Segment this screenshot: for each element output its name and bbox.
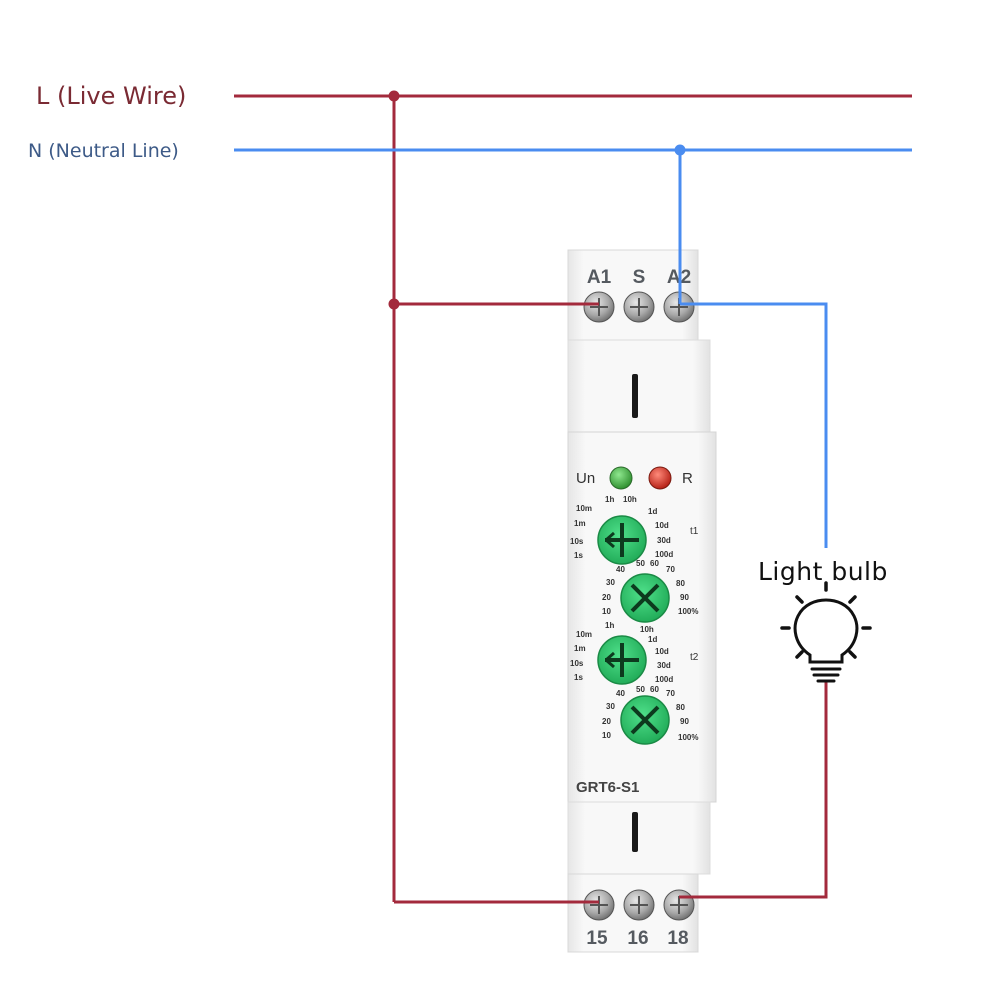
- t2-percent-knob[interactable]: [620, 695, 670, 745]
- live-wire-label: L (Live Wire): [36, 82, 186, 110]
- t1-pct-10: 10: [602, 607, 611, 616]
- t2-pct-90: 90: [680, 717, 689, 726]
- t1-scale-1m: 1m: [574, 519, 586, 528]
- terminal-label-a1: A1: [587, 267, 612, 288]
- t1-pct-60: 60: [650, 559, 659, 568]
- t2-scale-1s: 1s: [574, 673, 583, 682]
- terminal-screw-s: [623, 291, 655, 323]
- t1-pct-40: 40: [616, 565, 625, 574]
- t2-pct-80: 80: [676, 703, 685, 712]
- t2-range-knob[interactable]: [597, 635, 647, 685]
- relay-lower-neck: [567, 801, 711, 875]
- t1-scale-10d: 10d: [655, 521, 669, 530]
- t2-scale-10s: 10s: [570, 659, 584, 668]
- t1-pct-100: 100%: [678, 607, 698, 616]
- t1-pct-20: 20: [602, 593, 611, 602]
- t2-pct-40: 40: [616, 689, 625, 698]
- t2-scale-10d: 10d: [655, 647, 669, 656]
- t2-scale-1h: 1h: [605, 621, 614, 630]
- t1-pct-30: 30: [606, 578, 615, 587]
- light-bulb-label: Light bulb: [758, 557, 888, 586]
- t1-scale-100d: 100d: [655, 550, 673, 559]
- t2-pct-30: 30: [606, 702, 615, 711]
- t2-scale-100d: 100d: [655, 675, 673, 684]
- terminal-label-18: 18: [667, 928, 688, 949]
- terminal-screw-16: [623, 889, 655, 921]
- t2-scale-30d: 30d: [657, 661, 671, 670]
- t2-scale-10m: 10m: [576, 630, 592, 639]
- terminal-label-s: S: [633, 267, 646, 288]
- t2-pct-60: 60: [650, 685, 659, 694]
- t1-label: t1: [690, 526, 699, 537]
- t2-scale-10h: 10h: [640, 625, 654, 634]
- t1-scale-30d: 30d: [657, 536, 671, 545]
- t2-scale-1m: 1m: [574, 644, 586, 653]
- din-slot-lower: [632, 812, 638, 852]
- t1-pct-90: 90: [680, 593, 689, 602]
- t2-pct-50: 50: [636, 685, 645, 694]
- t1-scale-1d: 1d: [648, 507, 657, 516]
- terminal-screw-a2: [663, 291, 695, 323]
- t1-scale-1h: 1h: [605, 495, 614, 504]
- terminal-label-15: 15: [586, 928, 608, 949]
- neutral-wire-to-bulb: [680, 302, 828, 548]
- neutral-line-label: N (Neutral Line): [28, 140, 179, 162]
- relay-led-red: [648, 466, 672, 490]
- t1-scale-10s: 10s: [570, 537, 584, 546]
- t1-pct-50: 50: [636, 559, 645, 568]
- model-label: GRT6-S1: [576, 779, 639, 796]
- led-label-r: R: [682, 470, 693, 487]
- live-junction-top: [388, 90, 400, 102]
- relay-upper-neck: [567, 339, 711, 433]
- t1-pct-80: 80: [676, 579, 685, 588]
- t1-pct-70: 70: [666, 565, 675, 574]
- t1-range-knob[interactable]: [597, 515, 647, 565]
- din-slot-upper: [632, 374, 638, 418]
- t1-scale-10m: 10m: [576, 504, 592, 513]
- terminal-screw-15: [583, 889, 615, 921]
- t2-pct-100: 100%: [678, 733, 698, 742]
- neutral-junction: [674, 144, 686, 156]
- t2-label: t2: [690, 652, 699, 663]
- t1-percent-knob[interactable]: [620, 573, 670, 623]
- load-wire-18-to-bulb: [679, 680, 828, 899]
- power-led-green: [609, 466, 633, 490]
- t2-scale-1d: 1d: [648, 635, 657, 644]
- t2-pct-20: 20: [602, 717, 611, 726]
- terminal-screw-18: [663, 889, 695, 921]
- t1-scale-10h: 10h: [623, 495, 637, 504]
- terminal-screw-a1: [583, 291, 615, 323]
- t1-scale-1s: 1s: [574, 551, 583, 560]
- light-bulb-icon: [780, 581, 872, 683]
- t2-pct-10: 10: [602, 731, 611, 740]
- terminal-label-16: 16: [627, 928, 648, 949]
- led-label-un: Un: [576, 470, 595, 487]
- live-junction-a1: [388, 298, 400, 310]
- t2-pct-70: 70: [666, 689, 675, 698]
